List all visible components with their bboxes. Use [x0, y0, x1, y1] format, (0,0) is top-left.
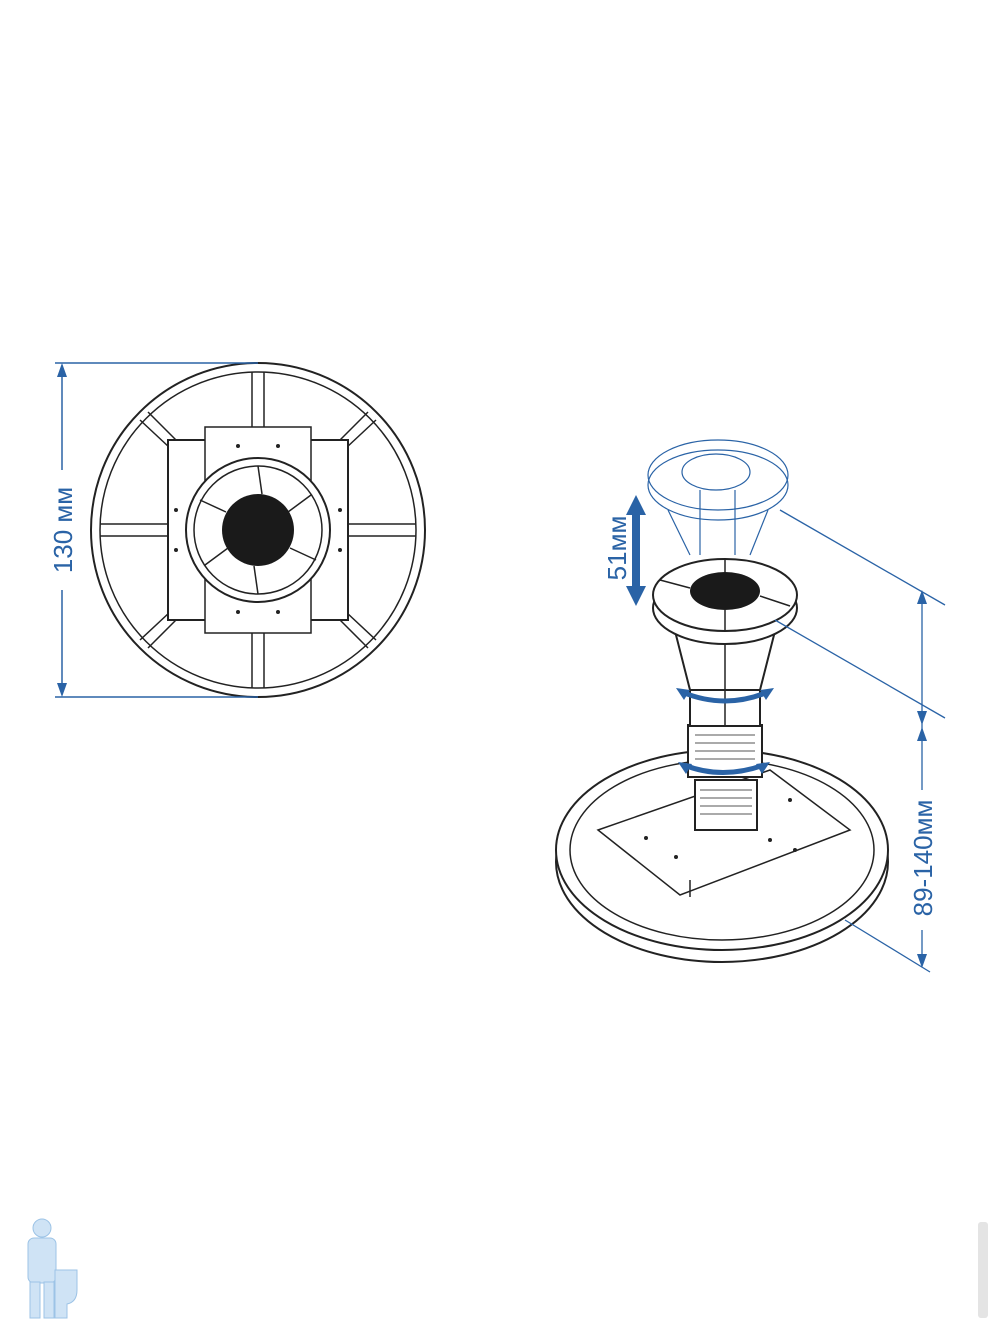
rotate-arrowheads-icon [676, 688, 774, 774]
travel-label: 51мм [602, 516, 632, 581]
base-ribs [100, 372, 416, 688]
projection-lines [774, 509, 946, 973]
top-view [90, 362, 426, 698]
travel-arrow-icon [626, 495, 646, 606]
head-hole [690, 572, 760, 610]
ghost-head [647, 439, 789, 556]
logo-plumber-icon [27, 1218, 78, 1319]
watermark [978, 1222, 988, 1318]
rotate-arrow-icon [681, 689, 769, 775]
center-hole [222, 494, 294, 566]
diameter-label: 130 мм [48, 487, 78, 573]
diameter-dimension [55, 362, 258, 698]
iso-view [555, 558, 889, 963]
base-inner-rim [99, 371, 417, 689]
lock-nut [694, 779, 758, 831]
height-range-label: 89-140мм [908, 800, 938, 917]
